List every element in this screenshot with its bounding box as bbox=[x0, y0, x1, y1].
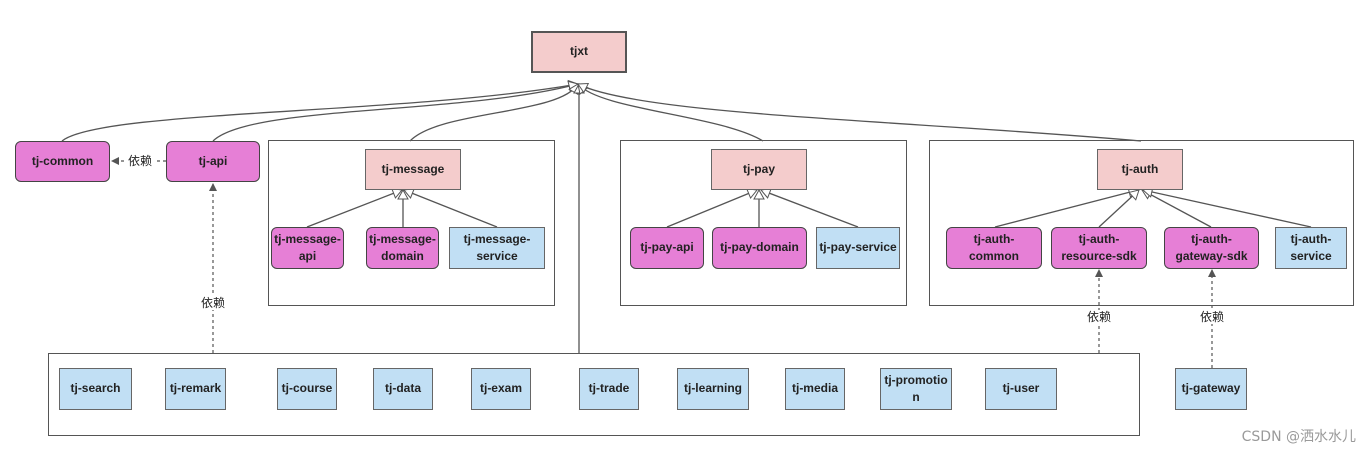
node-tj-common[interactable]: tj-common bbox=[15, 141, 110, 182]
edge-auth-common bbox=[994, 186, 1139, 228]
node-tj-search[interactable]: tj-search bbox=[59, 368, 132, 410]
edge-message-api bbox=[306, 187, 403, 228]
group-message bbox=[268, 140, 555, 306]
node-tj-gateway[interactable]: tj-gateway bbox=[1175, 368, 1247, 410]
group-services bbox=[48, 353, 1140, 436]
watermark: CSDN @洒水水儿 bbox=[1241, 429, 1356, 445]
node-tj-pay[interactable]: tj-pay bbox=[711, 149, 807, 190]
edge-message-service bbox=[403, 188, 498, 228]
group-pay bbox=[620, 140, 907, 306]
node-tj-pay-domain[interactable]: tj-pay-domain bbox=[712, 227, 807, 269]
node-tj-auth-common[interactable]: tj-auth-common bbox=[946, 227, 1042, 269]
node-tj-promotion[interactable]: tj-promotion bbox=[880, 368, 952, 410]
edge-common-to-root bbox=[61, 79, 580, 142]
dependency-label-services-resource: 依赖 bbox=[1085, 310, 1114, 324]
node-tj-pay-api[interactable]: tj-pay-api bbox=[630, 227, 704, 269]
node-tjxt[interactable]: tjxt bbox=[531, 31, 627, 73]
edge-pay-to-root bbox=[577, 83, 764, 142]
edge-auth-service bbox=[1141, 186, 1312, 228]
dependency-label-remark-api: 依赖 bbox=[199, 296, 228, 310]
node-tj-data[interactable]: tj-data bbox=[373, 368, 433, 410]
node-tj-message-domain[interactable]: tj-message-domain bbox=[366, 227, 439, 269]
node-tj-user[interactable]: tj-user bbox=[985, 368, 1057, 410]
node-tj-auth[interactable]: tj-auth bbox=[1097, 149, 1183, 190]
dependency-label-gateway-sdk: 依赖 bbox=[1198, 310, 1227, 324]
node-tj-auth-resource-sdk[interactable]: tj-auth-resource-sdk bbox=[1051, 227, 1147, 269]
node-tj-message[interactable]: tj-message bbox=[365, 149, 461, 190]
edge-pay-api bbox=[666, 188, 758, 228]
node-tj-remark[interactable]: tj-remark bbox=[165, 368, 226, 410]
node-tj-api[interactable]: tj-api bbox=[166, 141, 260, 182]
edge-api-to-root bbox=[212, 80, 579, 142]
edge-auth-resource bbox=[1098, 189, 1140, 228]
edge-auth-to-root bbox=[577, 82, 1142, 142]
group-auth bbox=[929, 140, 1354, 306]
node-tj-auth-service[interactable]: tj-auth-service bbox=[1275, 227, 1347, 269]
dependency-label-api-common: 依赖 bbox=[126, 154, 155, 168]
node-tj-trade[interactable]: tj-trade bbox=[579, 368, 639, 410]
node-tj-exam[interactable]: tj-exam bbox=[471, 368, 531, 410]
node-tj-auth-gateway-sdk[interactable]: tj-auth-gateway-sdk bbox=[1164, 227, 1259, 269]
edge-pay-service bbox=[760, 187, 859, 228]
node-tj-message-service[interactable]: tj-message-service bbox=[449, 227, 545, 269]
edge-message-to-root bbox=[409, 83, 579, 142]
node-tj-course[interactable]: tj-course bbox=[277, 368, 337, 410]
node-tj-media[interactable]: tj-media bbox=[785, 368, 845, 410]
node-tj-learning[interactable]: tj-learning bbox=[677, 368, 749, 410]
node-tj-pay-service[interactable]: tj-pay-service bbox=[816, 227, 900, 269]
node-tj-message-api[interactable]: tj-message-api bbox=[271, 227, 344, 269]
